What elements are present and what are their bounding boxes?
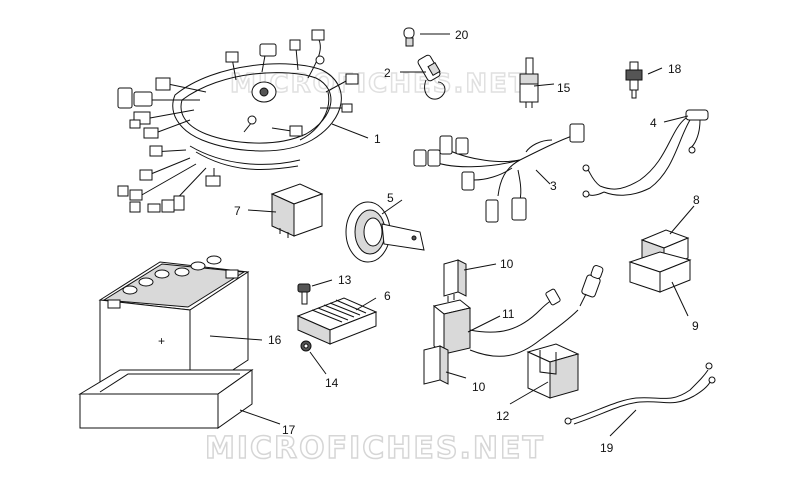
callout-10-upper: 10 [500, 257, 514, 271]
callout-20: 20 [455, 28, 469, 42]
callout-7: 7 [234, 204, 241, 218]
battery[interactable]: + [98, 255, 250, 399]
main-wiring-harness[interactable] [117, 29, 359, 213]
bulb-and-socket[interactable] [403, 27, 446, 100]
callout-9: 9 [692, 319, 699, 333]
callout-8: 8 [693, 193, 700, 207]
callout-1: 1 [374, 132, 381, 146]
callout-13: 13 [338, 273, 352, 287]
horn[interactable] [345, 201, 425, 263]
callout-5: 5 [387, 191, 394, 205]
flasher-relay[interactable] [628, 229, 692, 293]
callout-19: 19 [600, 441, 614, 455]
callout-17: 17 [282, 423, 296, 437]
wiring-sub-harness[interactable] [413, 123, 585, 223]
nut[interactable] [300, 340, 312, 352]
callout-16: 16 [268, 333, 282, 347]
fuse-upper[interactable] [443, 259, 467, 302]
callout-4: 4 [650, 116, 657, 130]
callout-labels: 1 2 3 4 5 6 7 8 9 10 10 11 12 13 14 15 1… [234, 28, 700, 455]
callout-15: 15 [557, 81, 571, 95]
callout-10-lower: 10 [472, 380, 486, 394]
relay[interactable] [270, 183, 324, 238]
callout-3: 3 [550, 179, 557, 193]
watermark-bottom: MICROFICHES.NET [205, 431, 545, 466]
callout-12: 12 [496, 409, 510, 423]
watermark-top: MICROFICHES.NET [230, 69, 529, 99]
battery-tray[interactable] [78, 369, 254, 429]
callout-18: 18 [668, 62, 682, 76]
sensor-cable[interactable] [582, 109, 709, 198]
bolt[interactable] [297, 283, 311, 305]
fuse-holder-cap[interactable] [526, 343, 580, 399]
pressure-sensor[interactable] [625, 61, 643, 99]
voltage-regulator[interactable] [296, 297, 378, 345]
callout-14: 14 [325, 376, 339, 390]
callout-11: 11 [502, 307, 515, 321]
battery-terminal-sign: + [158, 334, 165, 348]
regulator-fins [311, 299, 367, 323]
callout-6: 6 [384, 289, 391, 303]
fuse-lower[interactable] [423, 345, 449, 385]
leader-lines [209, 33, 695, 437]
ground-cable[interactable] [564, 362, 716, 425]
battery-cells [122, 255, 222, 295]
small-switch[interactable] [519, 57, 539, 108]
callout-2: 2 [384, 66, 391, 80]
